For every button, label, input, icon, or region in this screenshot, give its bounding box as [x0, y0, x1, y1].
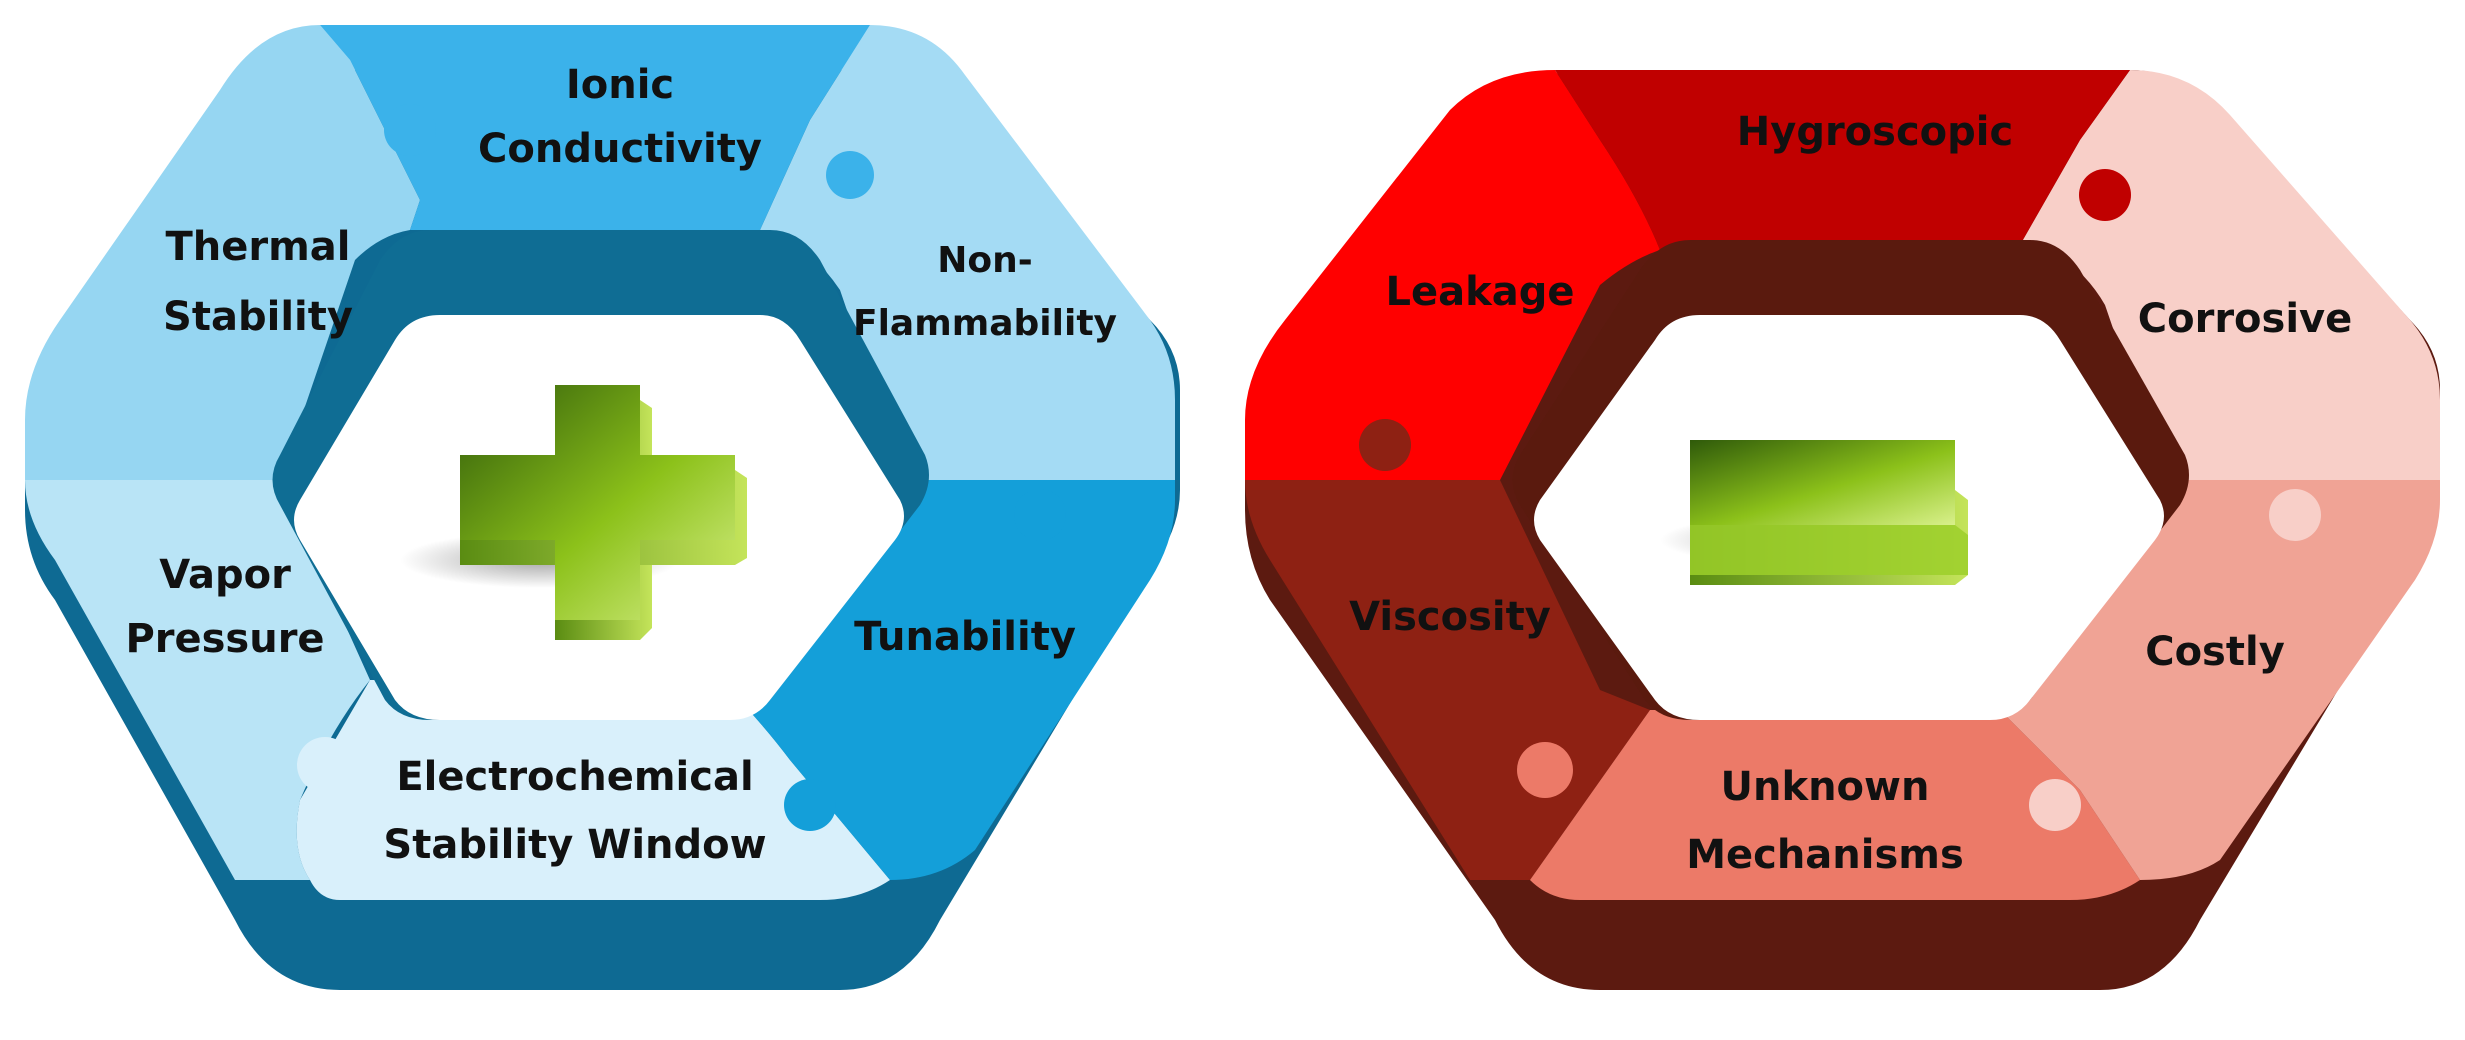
segment-non-flammability: [760, 25, 1175, 480]
segment-leakage: [1245, 70, 1660, 480]
label-vapor-pressure: Vapor: [159, 552, 291, 598]
pros-ring: Ionic Conductivity Non- Flammability Tun…: [25, 25, 1180, 990]
pros-labels: Ionic Conductivity Non- Flammability Tun…: [125, 62, 1117, 868]
label-leakage: Leakage: [1386, 269, 1575, 315]
label-ionic-conductivity-line2: Conductivity: [478, 126, 762, 172]
knob-ionic-left: [384, 104, 436, 156]
label-non-flammability: Non-: [937, 240, 1032, 281]
cons-labels: Hygroscopic Corrosive Costly Unknown Mec…: [1349, 109, 2352, 878]
segment-electrochemical-stability: [296, 680, 891, 900]
minus-icon: [1660, 440, 1968, 585]
segment-hygroscopic: [1555, 70, 2130, 250]
knob-hygroscopic: [1644, 129, 1696, 181]
label-non-flammability-line2: Flammability: [853, 303, 1117, 344]
segment-vapor-pressure: [25, 480, 370, 880]
label-hygroscopic: Hygroscopic: [1737, 109, 2013, 155]
cons-ring: Hygroscopic Corrosive Costly Unknown Mec…: [1245, 70, 2440, 990]
knob-hygroscopic-right: [2079, 169, 2131, 221]
plus-icon: [400, 385, 747, 640]
segment-ionic-conductivity: [320, 25, 870, 230]
segment-corrosive: [2020, 70, 2440, 480]
segment-thermal-stability: [25, 25, 420, 480]
knob-leakage: [1359, 419, 1411, 471]
knob-ionic-right: [826, 151, 874, 199]
knob-tunability-bottom: [784, 779, 836, 831]
knob-tunability: [1014, 489, 1066, 541]
plus-icon-front: [460, 385, 735, 620]
knob-thermal: [129, 414, 181, 466]
minus-icon-front: [1690, 440, 1955, 525]
label-unknown-mechanisms: Unknown: [1721, 764, 1930, 810]
label-ionic-conductivity: Ionic: [566, 62, 674, 108]
knob-unknown: [1517, 742, 1573, 798]
segment-unknown-mechanisms: [1530, 710, 2140, 900]
label-costly: Costly: [2145, 629, 2285, 675]
label-unknown-mechanisms-line2: Mechanisms: [1686, 832, 1964, 878]
label-viscosity: Viscosity: [1349, 594, 1551, 640]
label-electrochemical-stability-line2: Stability Window: [383, 822, 766, 868]
knob-electro: [297, 737, 353, 793]
label-corrosive: Corrosive: [2138, 296, 2353, 342]
knob-costly: [2269, 489, 2321, 541]
label-electrochemical-stability: Electrochemical: [396, 754, 753, 800]
label-thermal-stability-line2: Stability: [163, 294, 353, 340]
label-tunability: Tunability: [854, 614, 1076, 660]
label-vapor-pressure-line2: Pressure: [125, 616, 324, 662]
label-thermal-stability: Thermal: [166, 224, 351, 270]
knob-costly-bottom: [2029, 779, 2081, 831]
